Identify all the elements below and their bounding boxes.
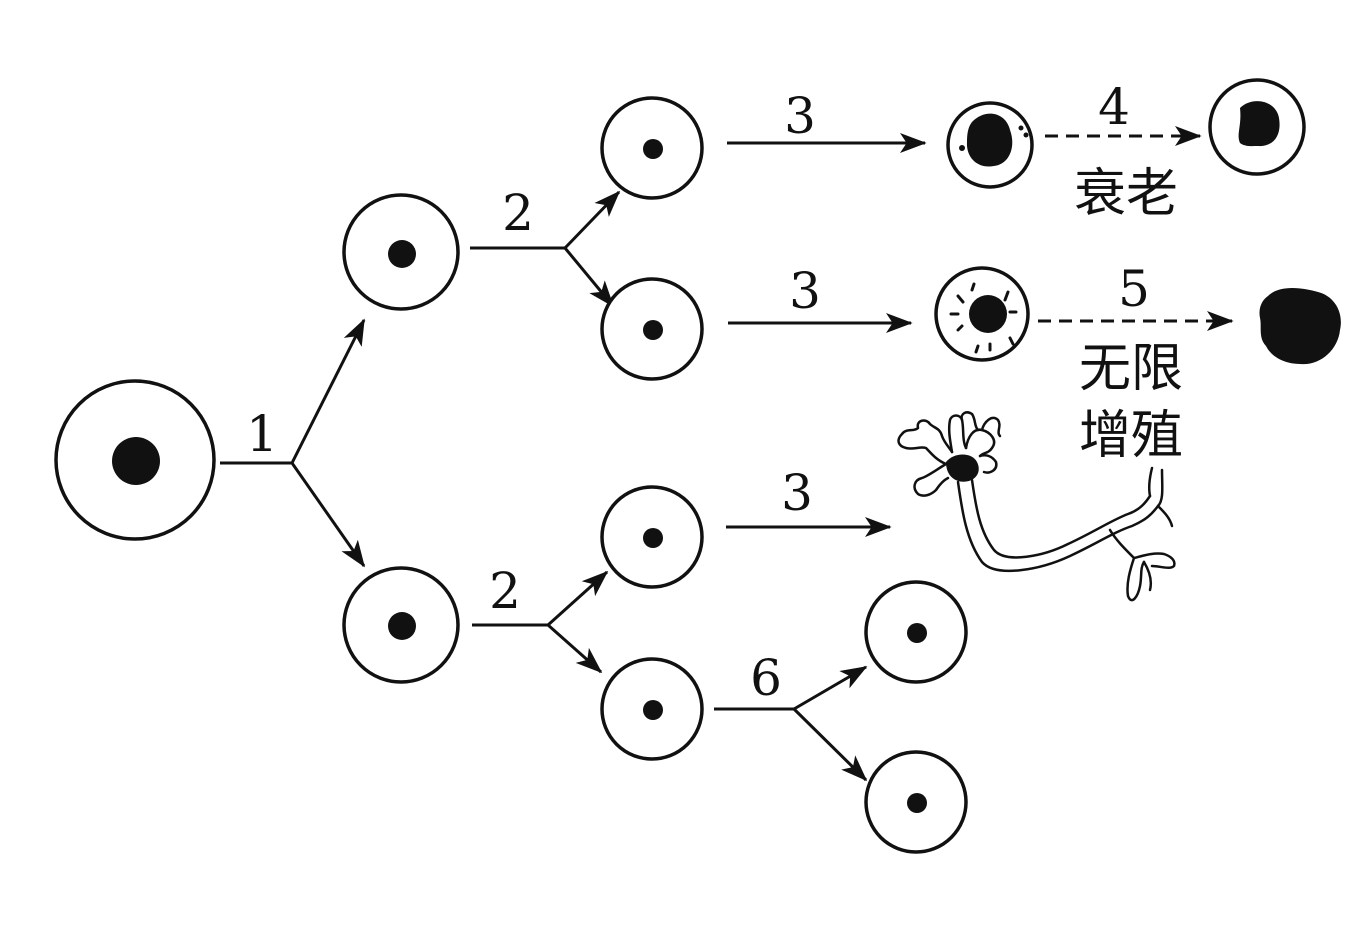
step-label-2-lower: 2 <box>489 562 521 620</box>
tumor-mass <box>1259 288 1341 365</box>
membrane-mark <box>956 324 964 332</box>
nucleus <box>643 320 663 340</box>
chromatin-fragment <box>1023 132 1029 138</box>
nucleus <box>388 612 416 640</box>
arrow-division-up <box>546 570 609 627</box>
step-label-2-upper: 2 <box>502 184 534 242</box>
arrow-division-up <box>793 665 868 711</box>
arrow-division-up <box>290 318 366 464</box>
neuron-soma <box>946 454 979 482</box>
membrane-mark <box>970 282 976 292</box>
arrow-division-down <box>792 707 868 782</box>
label-unlimited-line2: 增殖 <box>1079 406 1183 466</box>
label-unlimited-line1: 无限 <box>1079 339 1183 399</box>
aged-nucleus <box>1238 101 1280 147</box>
step-label-3-top: 3 <box>784 87 816 145</box>
arrow-division-down <box>290 462 366 568</box>
membrane-mark <box>974 344 980 354</box>
neuron-cell <box>897 411 1176 602</box>
nucleus <box>388 240 416 268</box>
label-aging: 衰老 <box>1074 164 1178 224</box>
nucleus <box>643 139 663 159</box>
chromatin-fragment <box>1018 125 1024 131</box>
membrane-mark <box>1008 336 1015 346</box>
membrane-mark <box>956 294 965 304</box>
arrow-division-down <box>547 623 603 674</box>
nucleus <box>643 700 663 720</box>
arrow-division-down <box>563 247 615 308</box>
membrane-mark <box>1003 290 1010 302</box>
arrow-division-up <box>563 190 621 250</box>
chromatin-fragment <box>959 145 965 151</box>
nucleus <box>643 528 663 548</box>
nucleus <box>907 623 927 643</box>
step-label-3-middle: 3 <box>789 262 821 320</box>
irregular-nucleus <box>966 113 1013 167</box>
cancer-cell-nucleus <box>969 295 1007 333</box>
step-label-3-bottom: 3 <box>781 464 813 522</box>
nucleus <box>907 793 927 813</box>
step-label-6: 6 <box>750 649 782 707</box>
nucleus <box>112 437 160 485</box>
step-label-4: 4 <box>1098 78 1130 136</box>
step-label-5: 5 <box>1118 260 1150 318</box>
step-label-1: 1 <box>246 405 278 463</box>
